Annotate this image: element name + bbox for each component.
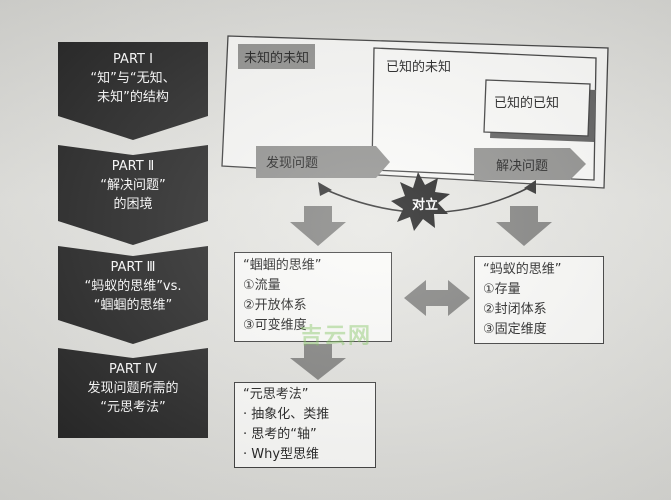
meta-thinking-box: “元思考法” · 抽象化、类推 · 思考的“轴” · Why型思维: [234, 382, 376, 468]
down-arrow-left: [290, 206, 346, 246]
down-arrow-lower: [290, 344, 346, 380]
part-4-shape: [58, 348, 208, 438]
known-known-frame: [483, 79, 591, 137]
part-4-number: PART Ⅳ: [108, 362, 158, 377]
part-2-shape: [58, 145, 208, 245]
meta-item-3: · Why型思维: [243, 447, 320, 462]
unknown-unknown-label: 未知的未知: [238, 44, 316, 69]
discover-tag: [256, 146, 390, 178]
part-2: PART Ⅱ “解决问题” 的困境: [58, 145, 208, 245]
known-known-label: 已知的已知: [494, 96, 560, 111]
meta-item-1: · 抽象化、类推: [243, 407, 330, 422]
grasshopper-item-3: ③可变维度: [243, 318, 307, 333]
part-3-line1: “蚂蚁的思维”vs.: [84, 279, 182, 294]
ant-item-1: ①存量: [483, 282, 521, 297]
opposition-burst: [391, 172, 450, 231]
part-1-number: PART Ⅰ: [113, 52, 153, 67]
part-4-line2: “元思考法”: [100, 400, 166, 415]
solve-tag: [474, 148, 586, 180]
curve-arrowhead-right: [524, 180, 536, 194]
down-arrow-right: [496, 206, 552, 246]
part-3-shape: [58, 246, 208, 344]
part-1-line1: “知”与“无知、: [90, 71, 176, 86]
part-3-line2: “蝈蝈的思维”: [93, 298, 173, 313]
grasshopper-item-1: ①流量: [243, 278, 281, 293]
meta-item-2: · 思考的“轴”: [243, 427, 317, 442]
known-unknown-label: 已知的未知: [386, 60, 452, 75]
part-1-shape: [58, 42, 208, 140]
curve-arrowhead-left: [318, 182, 332, 196]
opposition-label: 对立: [411, 198, 438, 213]
grasshopper-item-2: ②开放体系: [243, 298, 307, 313]
solve-label: 解决问题: [496, 159, 549, 174]
part-1-line2: 未知”的结构: [97, 90, 169, 105]
grasshopper-thinking-box: “蝈蝈的思维” ①流量 ②开放体系 ③可变维度: [234, 252, 392, 342]
known-unknown-frame: [371, 47, 597, 181]
grasshopper-title: “蝈蝈的思维”: [243, 258, 322, 273]
part-3: PART Ⅲ “蚂蚁的思维”vs. “蝈蝈的思维”: [58, 246, 208, 344]
part-1: PART Ⅰ “知”与“无知、 未知”的结构: [58, 42, 208, 140]
part-2-line2: 的困境: [113, 197, 153, 212]
part-2-number: PART Ⅱ: [111, 159, 155, 174]
meta-title: “元思考法”: [243, 387, 309, 402]
part-4: PART Ⅳ 发现问题所需的 “元思考法”: [58, 348, 208, 438]
part-4-line1: 发现问题所需的: [87, 381, 179, 396]
part-2-line1: “解决问题”: [100, 178, 166, 193]
watermark: 吉云网: [300, 324, 373, 349]
ant-item-2: ②封闭体系: [483, 302, 547, 317]
ant-title: “蚂蚁的思维”: [483, 262, 562, 277]
ant-thinking-box: “蚂蚁的思维” ①存量 ②封闭体系 ③固定维度: [474, 256, 604, 344]
compare-double-arrow: [404, 280, 470, 316]
discover-label: 发现问题: [266, 156, 319, 171]
ant-item-3: ③固定维度: [483, 322, 547, 337]
part-3-number: PART Ⅲ: [110, 260, 156, 275]
